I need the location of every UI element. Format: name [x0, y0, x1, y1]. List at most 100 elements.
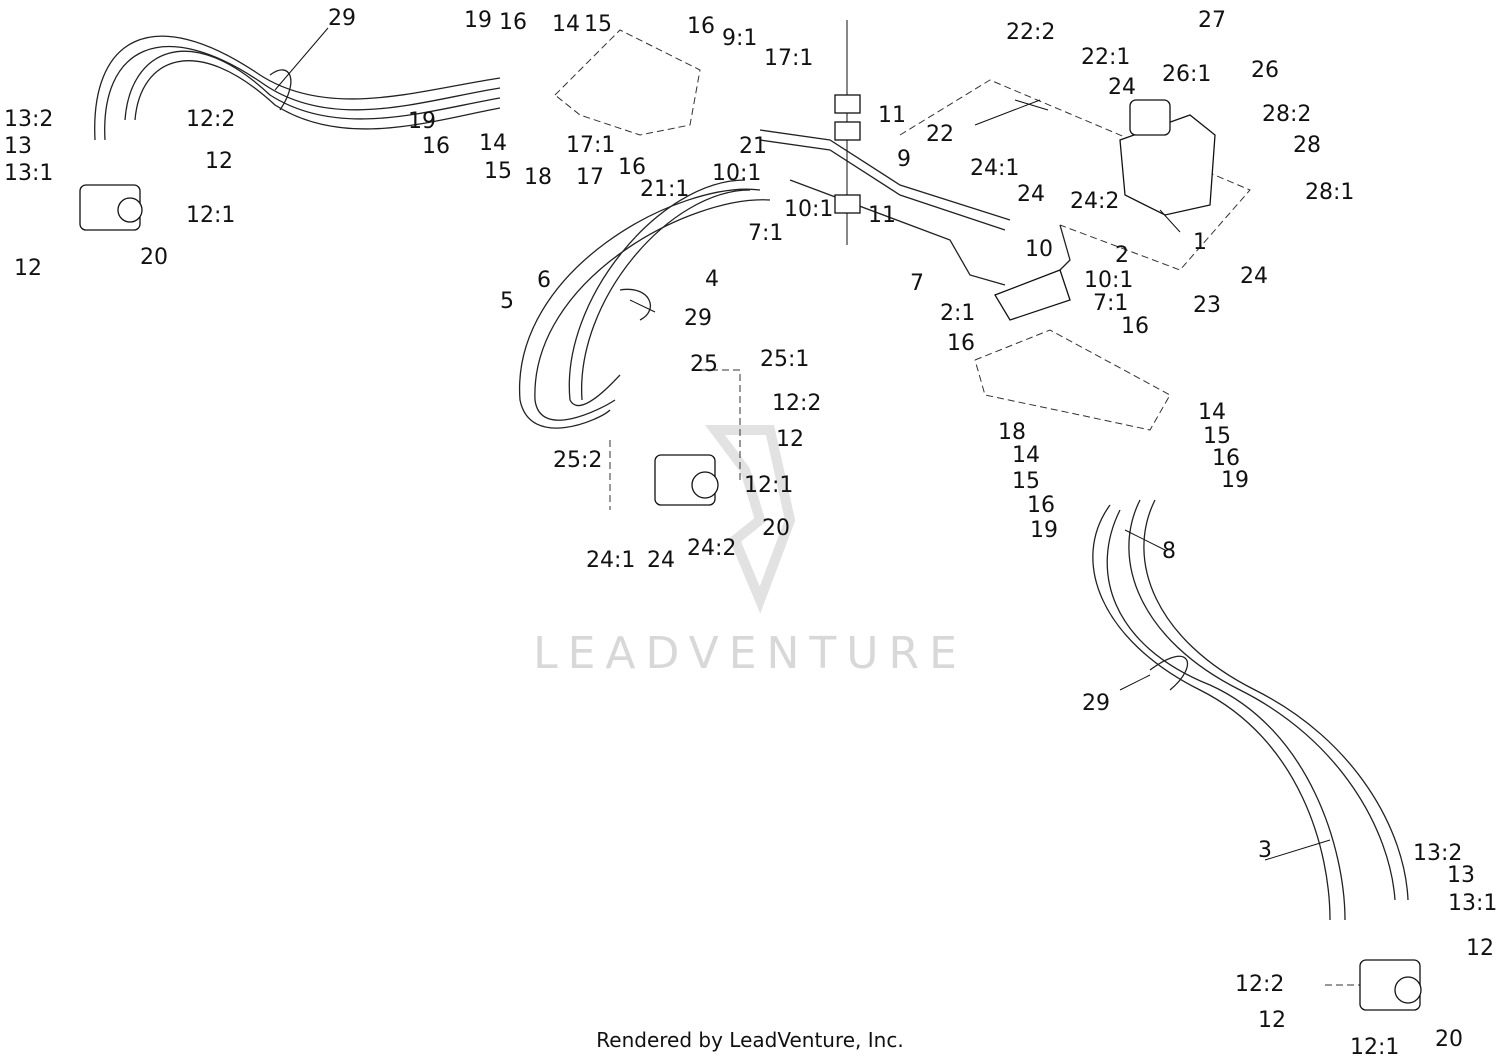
callout-label: 6	[537, 268, 551, 293]
callout-label: 16	[618, 155, 646, 180]
callout-label: 19	[1221, 468, 1249, 493]
callout-label: 12	[1258, 1008, 1286, 1033]
callout-label: 7	[910, 271, 924, 296]
callout-label: 12:1	[744, 473, 793, 498]
callout-label: 22	[926, 122, 954, 147]
callout-label: 10:1	[712, 161, 761, 186]
callout-label: 5	[500, 289, 514, 314]
control-valve-block	[994, 269, 1071, 321]
callout-label: 25:2	[553, 448, 602, 473]
callout-label: 8	[1162, 539, 1176, 564]
callout-label: 22:2	[1006, 20, 1055, 45]
callout-label: 1	[1193, 230, 1207, 255]
callout-label: 4	[705, 267, 719, 292]
callout-label: 12	[776, 427, 804, 452]
callout-label: 9	[897, 147, 911, 172]
callout-label: 10:1	[1084, 268, 1133, 293]
callout-label: 16	[687, 14, 715, 39]
callout-label: 14	[552, 12, 580, 37]
bolt-and-clamps	[834, 20, 861, 245]
callout-label: 7:1	[1093, 291, 1128, 316]
callout-label: 14	[1012, 443, 1040, 468]
callout-label: 29	[684, 306, 712, 331]
callout-label: 16	[1212, 446, 1240, 471]
watermark-text: LEADVENTURE	[533, 628, 967, 679]
valve-manifold	[1119, 99, 1216, 216]
callout-label: 29	[1082, 691, 1110, 716]
callout-label: 18	[524, 165, 552, 190]
callout-label: 24:1	[586, 548, 635, 573]
callout-label: 10	[1025, 237, 1053, 262]
watermark: LEADVENTURE	[533, 425, 967, 679]
callout-label: 24	[647, 548, 675, 573]
callout-label: 21	[739, 134, 767, 159]
callout-label: 12:2	[186, 107, 235, 132]
callout-labels: 29 19 16 14 15 16 9:1 17:1 13:2 12:2 13 …	[4, 6, 1497, 1060]
callout-label: 2:1	[940, 301, 975, 326]
callout-label: 16	[422, 134, 450, 159]
callout-label: 28:2	[1262, 102, 1311, 127]
callout-label: 16	[947, 331, 975, 356]
callout-label: 25:1	[760, 347, 809, 372]
callout-label: 19	[408, 109, 436, 134]
callout-label: 27	[1198, 8, 1226, 33]
callout-label: 15	[484, 159, 512, 184]
pump-center	[654, 454, 719, 506]
callout-label: 17:1	[764, 46, 813, 71]
callout-label: 17:1	[566, 133, 615, 158]
callout-label: 29	[328, 6, 356, 31]
callout-label: 15	[1203, 424, 1231, 449]
callout-label: 10:1	[784, 197, 833, 222]
callout-label: 20	[762, 516, 790, 541]
callout-label: 13	[4, 134, 32, 159]
hoses	[94, 35, 1409, 921]
callout-label: 3	[1258, 838, 1272, 863]
callout-label: 12	[205, 149, 233, 174]
callout-label: 12:1	[1350, 1035, 1399, 1060]
callout-label: 12	[14, 256, 42, 281]
footer-credit: Rendered by LeadVenture, Inc.	[596, 1028, 904, 1052]
callout-label: 14	[479, 131, 507, 156]
callout-label: 15	[1012, 469, 1040, 494]
callout-label: 12:2	[772, 391, 821, 416]
callout-label: 24	[1240, 264, 1268, 289]
callout-label: 12:2	[1235, 972, 1284, 997]
callout-label: 13:1	[1448, 891, 1497, 916]
callout-label: 13:2	[4, 107, 53, 132]
callout-label: 16	[1121, 314, 1149, 339]
callout-label: 16	[1027, 493, 1055, 518]
callout-label: 13:1	[4, 161, 53, 186]
watermark-logo	[705, 425, 796, 614]
callout-label: 7:1	[748, 221, 783, 246]
callout-label: 24:1	[970, 156, 1019, 181]
callout-label: 24	[1017, 182, 1045, 207]
callout-label: 14	[1198, 400, 1226, 425]
callout-label: 20	[140, 245, 168, 270]
callout-label: 26:1	[1162, 62, 1211, 87]
pump-upper-left	[79, 184, 143, 231]
callout-label: 20	[1435, 1027, 1463, 1052]
callout-label: 21:1	[640, 177, 689, 202]
callout-label: 19	[1030, 518, 1058, 543]
callout-label: 28:1	[1305, 180, 1354, 205]
callout-label: 25	[690, 352, 718, 377]
callout-label: 2	[1115, 243, 1129, 268]
callout-label: 13	[1447, 863, 1475, 888]
callout-label: 16	[499, 10, 527, 35]
callout-label: 24:2	[1070, 189, 1119, 214]
callout-label: 17	[576, 165, 604, 190]
callout-label: 23	[1193, 293, 1221, 318]
callout-label: 19	[464, 8, 492, 33]
components	[79, 20, 1422, 1011]
callout-label: 28	[1293, 133, 1321, 158]
callout-label: 9:1	[722, 26, 757, 51]
callout-label: 15	[584, 12, 612, 37]
callout-label: 13:2	[1413, 841, 1462, 866]
callout-label: 22:1	[1081, 45, 1130, 70]
callout-label: 12:1	[186, 203, 235, 228]
callout-label: 24	[1108, 75, 1136, 100]
callout-label: 11	[868, 203, 896, 228]
callout-label: 18	[998, 420, 1026, 445]
callout-label: 26	[1251, 58, 1279, 83]
